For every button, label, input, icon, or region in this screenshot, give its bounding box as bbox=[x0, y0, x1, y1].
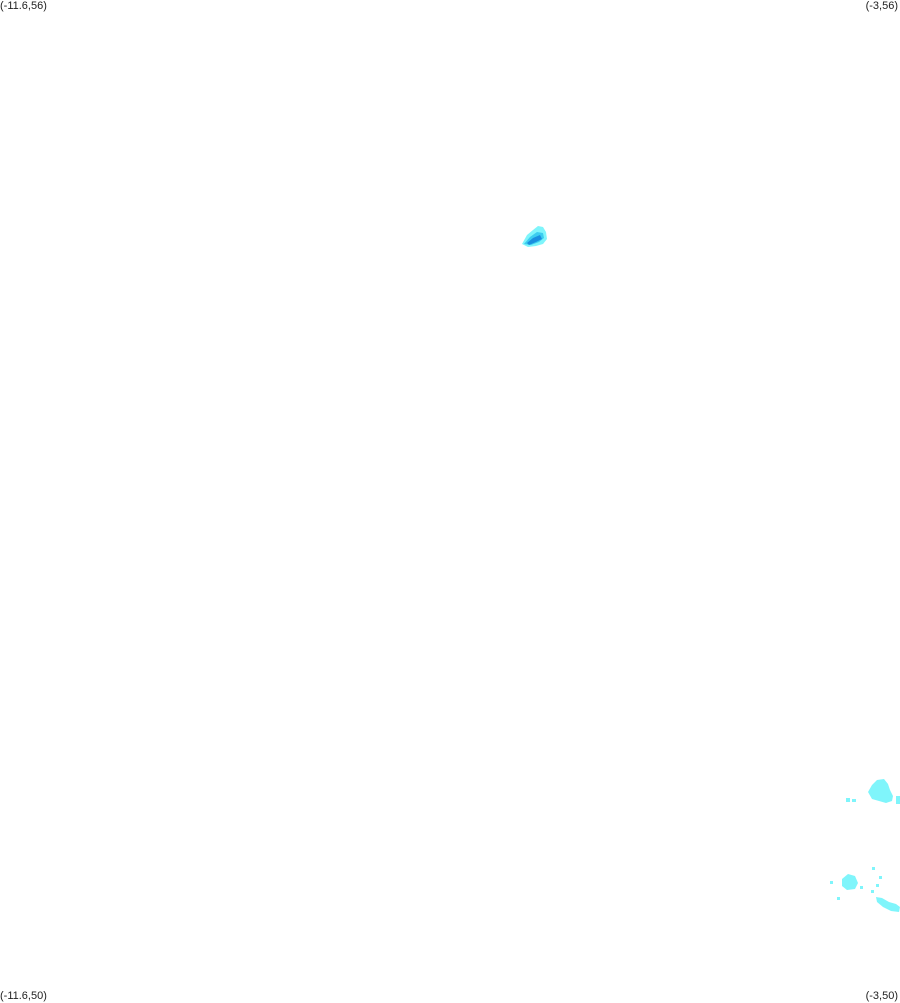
corner-label-top-right: (-3,56) bbox=[865, 0, 898, 12]
corner-label-bottom-right: (-3,50) bbox=[865, 990, 898, 1002]
cluster-lower-main bbox=[842, 874, 858, 890]
cluster-lower-tail bbox=[876, 897, 900, 912]
cluster-lower-speck bbox=[871, 890, 874, 893]
corner-label-top-left: (-11.6,56) bbox=[0, 0, 47, 12]
corner-label-bottom-left: (-11.6,50) bbox=[0, 990, 47, 1002]
cluster-upper-main bbox=[868, 779, 893, 803]
cluster-lower-speck bbox=[876, 884, 879, 887]
cluster-lower-speck bbox=[860, 886, 863, 889]
cluster-lower-speck bbox=[879, 876, 882, 879]
data-cluster-east-upper bbox=[846, 779, 900, 804]
cluster-upper-speck bbox=[896, 796, 900, 804]
data-blob-north bbox=[522, 226, 547, 247]
cluster-upper-speck bbox=[852, 799, 856, 802]
blob-north-core bbox=[527, 235, 542, 245]
cluster-upper-speck bbox=[888, 797, 892, 801]
cluster-lower-speck bbox=[872, 867, 875, 870]
cluster-upper-speck bbox=[846, 798, 850, 802]
data-cluster-east-lower bbox=[830, 867, 900, 912]
cluster-lower-speck bbox=[830, 881, 833, 884]
cluster-lower-speck bbox=[837, 897, 840, 900]
